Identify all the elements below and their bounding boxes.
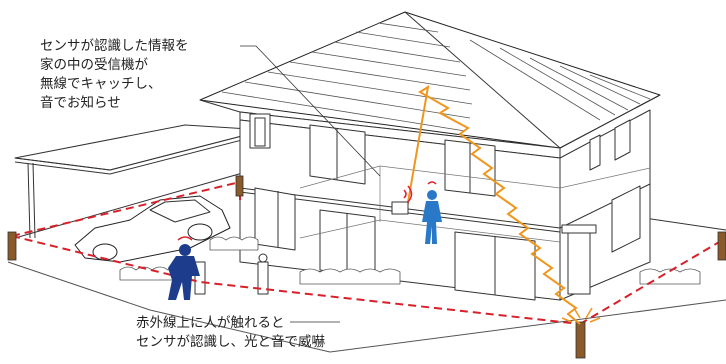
- wireless-signal: [406, 84, 581, 325]
- car: [74, 195, 231, 263]
- receiver-callout-line: 音でお知らせ: [40, 95, 121, 111]
- interior-cutaway: [299, 165, 651, 243]
- receiver-icon: [391, 185, 413, 215]
- receiver-callout-line: 無線でキャッチし、: [40, 76, 162, 92]
- sensor-callout-line: センサが認識し、光と音で威嚇: [136, 334, 325, 350]
- sensor-posts: [7, 175, 726, 359]
- callout-leaders: [240, 45, 381, 323]
- intruder-icon: [168, 236, 200, 300]
- hedges: [119, 236, 701, 285]
- gate-pillars: [194, 253, 269, 295]
- receiver-callout-line: 家の中の受信機が: [40, 57, 148, 73]
- roof-shingles: [221, 22, 651, 132]
- receiver-callout: センサが認識した情報を 家の中の受信機が 無線でキャッチし、 音でお知らせ: [40, 37, 189, 113]
- sensor-callout-line: 赤外線上に人が触れると: [136, 315, 285, 331]
- sensor-callout: 赤外線上に人が触れると センサが認識し、光と音で威嚇: [136, 314, 325, 352]
- receiver-callout-line: センサが認識した情報を: [40, 38, 189, 54]
- house: [199, 11, 661, 301]
- sensor-alert-burst-icon: [561, 307, 601, 323]
- resident-icon: [422, 181, 442, 244]
